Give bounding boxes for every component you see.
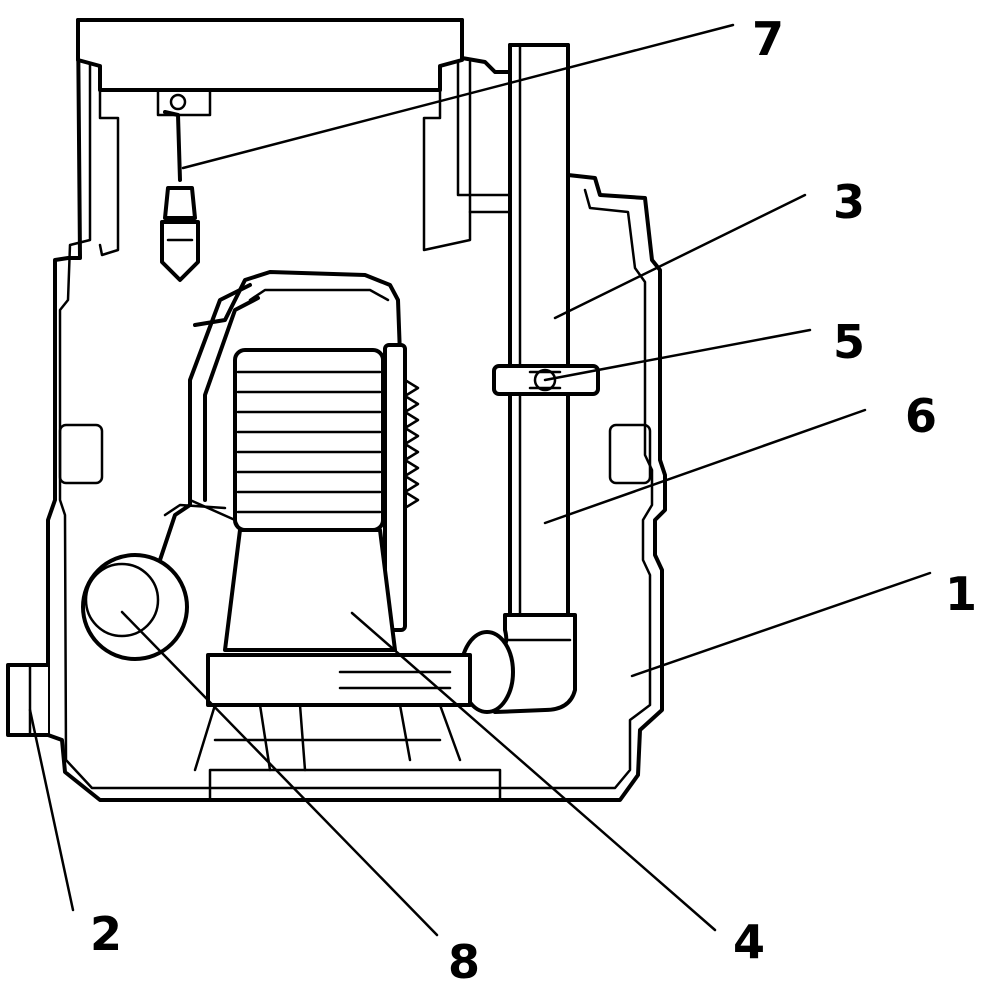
callout-4: 4 <box>733 915 765 969</box>
leader-lines <box>28 23 932 937</box>
leader-5 <box>543 328 812 382</box>
callout-labels: 1 2 3 4 5 6 7 8 <box>90 12 977 989</box>
callout-7: 7 <box>752 12 784 66</box>
pump-motor <box>163 270 472 772</box>
callout-3: 3 <box>833 175 865 229</box>
leader-1 <box>630 571 932 678</box>
callout-5: 5 <box>833 315 865 369</box>
discharge-pipe <box>459 43 577 714</box>
callout-2: 2 <box>90 907 122 961</box>
leader-7 <box>181 23 735 170</box>
tank-housing <box>46 18 667 802</box>
callout-8: 8 <box>448 935 480 989</box>
float-ball <box>81 503 192 661</box>
callout-6: 6 <box>905 389 937 443</box>
leader-6 <box>543 408 867 525</box>
leader-2 <box>28 708 75 912</box>
leader-4 <box>350 611 717 932</box>
leader-8 <box>120 610 439 937</box>
callout-1: 1 <box>945 567 977 621</box>
leader-3 <box>553 193 807 320</box>
inlet-pipe <box>6 663 48 737</box>
float-switch-hanger <box>156 90 212 282</box>
cooling-fins <box>236 370 382 514</box>
